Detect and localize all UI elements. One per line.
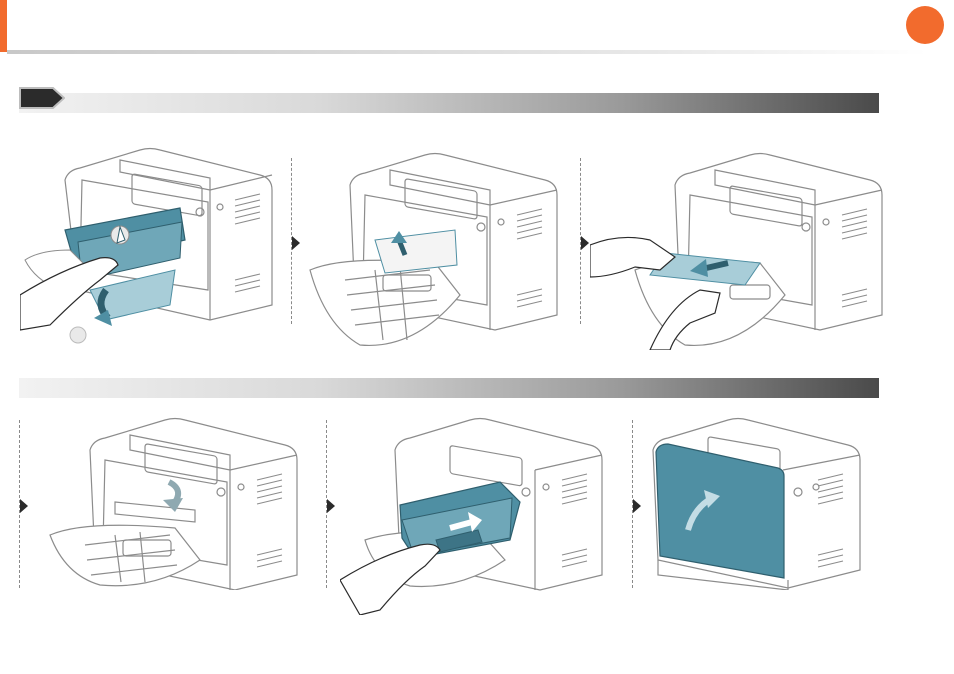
illustration-close-front-cover: [648, 410, 873, 590]
page-indicator-dot: [906, 6, 944, 44]
illustration-insert-toner: [340, 410, 615, 615]
illustration-jammed-paper-inside: [305, 145, 570, 350]
section-band-2: [19, 378, 879, 398]
flow-arrow-icon: [20, 499, 28, 513]
header-accent-bar: [0, 0, 7, 52]
illustration-lower-guide: [45, 410, 310, 590]
illustration-pull-paper-out: [590, 145, 890, 350]
flow-arrow-icon: [292, 236, 300, 250]
flow-arrow-icon: [581, 236, 589, 250]
step-arrow-tag-icon: [19, 85, 65, 111]
illustration-remove-toner: [20, 130, 285, 345]
section-band-1: [19, 93, 879, 113]
flow-arrow-icon: [633, 499, 641, 513]
flow-arrow-icon: [327, 499, 335, 513]
header-rule: [7, 50, 927, 54]
